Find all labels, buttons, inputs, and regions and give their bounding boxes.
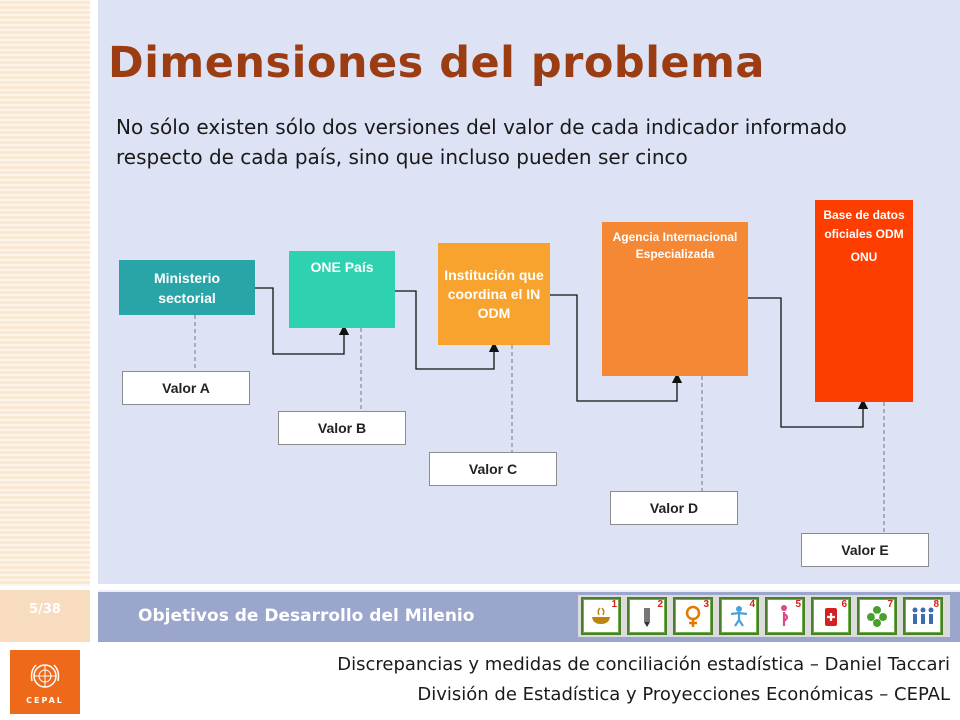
- un-emblem-icon: [30, 664, 60, 688]
- connector-agencia-base: [748, 297, 869, 428]
- goal-number: 4: [749, 599, 755, 610]
- page-subtitle: No sólo existen sólo dos versiones del v…: [116, 115, 847, 169]
- valor-b-box: Valor B: [278, 411, 406, 445]
- page-title: Dimensiones del problema: [108, 38, 765, 88]
- valor-a-box: Valor A: [122, 371, 250, 405]
- people-group-icon: 8: [903, 597, 943, 635]
- goal-number: 1: [611, 599, 617, 610]
- footer-line-author: Discrepancias y medidas de conciliación …: [337, 654, 950, 675]
- goal-number: 7: [887, 599, 893, 610]
- box-one-pais: ONE País: [289, 251, 395, 328]
- pencil-icon: 2: [627, 597, 667, 635]
- connector-one-institucion: [395, 290, 500, 370]
- cepal-logo: CEPAL: [10, 650, 80, 714]
- box-institucion-label: Institución que coordina el IN ODM: [444, 266, 544, 321]
- valor-d-box: Valor D: [610, 491, 738, 525]
- footer-bar-title: Objetivos de Desarrollo del Milenio: [138, 606, 475, 626]
- child-icon: 4: [719, 597, 759, 635]
- goal-number: 2: [657, 599, 663, 610]
- box-base-label: Base de datos oficiales ODM: [823, 208, 905, 241]
- flower-icon: 7: [857, 597, 897, 635]
- page-number: 5/38: [0, 590, 90, 642]
- diagram-connectors: [194, 287, 885, 533]
- box-ministerio-label: Ministerio sectorial: [153, 269, 221, 306]
- medicine-icon: 6: [811, 597, 851, 635]
- footer-line-division: División de Estadística y Proyecciones E…: [417, 684, 950, 705]
- box-agencia-label: Agencia Internacional Especializada: [612, 230, 738, 261]
- goal-number: 5: [795, 599, 801, 610]
- box-institucion-coordina: Institución que coordina el IN ODM: [438, 243, 550, 345]
- box-base-datos-odm: Base de datos oficiales ODM ONU: [815, 200, 913, 402]
- left-decorative-strip: [0, 0, 90, 586]
- pregnant-woman-icon: 5: [765, 597, 805, 635]
- female-symbol-icon: 3: [673, 597, 713, 635]
- goal-number: 8: [933, 599, 939, 610]
- box-one-label: ONE País: [310, 259, 374, 275]
- box-agencia-internacional: Agencia Internacional Especializada: [602, 222, 748, 376]
- page-number-text: 5/38: [29, 602, 61, 617]
- valor-e-box: Valor E: [801, 533, 929, 567]
- box-ministerio-sectorial: Ministerio sectorial: [119, 260, 255, 315]
- bowl-icon: 1: [581, 597, 621, 635]
- connector-institucion-agencia: [550, 294, 683, 402]
- connector-ministerio-one: [255, 287, 350, 355]
- goal-number: 3: [703, 599, 709, 610]
- logo-text: CEPAL: [26, 696, 64, 705]
- goal-number: 6: [841, 599, 847, 610]
- valor-c-box: Valor C: [429, 452, 557, 486]
- box-base-sublabel: ONU: [850, 250, 878, 264]
